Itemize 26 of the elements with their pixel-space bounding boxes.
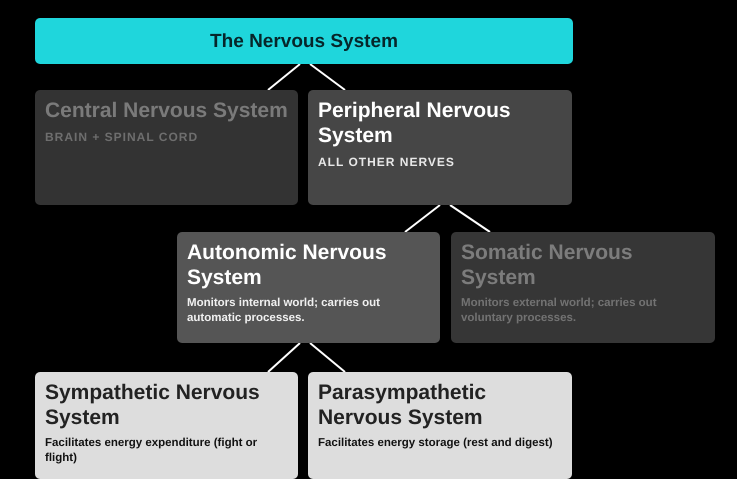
- box-heading: Somatic Nervous System: [461, 240, 634, 290]
- category-box: [177, 232, 440, 343]
- connector-line: [267, 342, 301, 373]
- box-description: Facilitates energy storage (rest and digest): [318, 436, 554, 451]
- box-description: Facilitates energy expenditure (fight or flight): [45, 436, 258, 466]
- box-description: BRAIN + SPINAL CORD: [45, 129, 200, 145]
- box-description: Monitors internal world; carries out automatic processes.: [187, 296, 381, 326]
- connector-line: [309, 63, 346, 91]
- connector-line: [309, 342, 346, 373]
- category-box: [308, 90, 572, 205]
- box-heading: Sympathetic Nervous System: [45, 380, 261, 430]
- box-heading: Peripheral Nervous System: [318, 98, 512, 148]
- category-box: [451, 232, 715, 343]
- category-box: [35, 372, 298, 479]
- category-box: [35, 90, 298, 205]
- box-heading: Parasympathetic Nervous System: [318, 380, 488, 430]
- box-description: ALL OTHER NERVES: [318, 154, 456, 170]
- box-heading: Central Nervous System: [45, 98, 288, 123]
- connector-line: [404, 204, 441, 233]
- connector-line: [267, 63, 301, 91]
- connector-line: [449, 204, 491, 233]
- title-box: [35, 18, 573, 64]
- box-heading: Autonomic Nervous System: [187, 240, 388, 290]
- category-box: [308, 372, 572, 479]
- box-heading: The Nervous System: [210, 30, 398, 54]
- box-description: Monitors external world; carries out voluntary processes.: [461, 296, 658, 326]
